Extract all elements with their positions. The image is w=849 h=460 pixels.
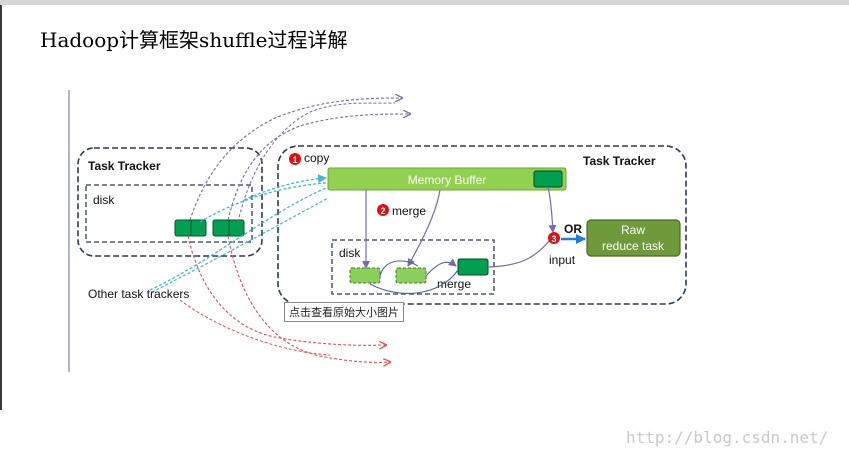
step-2-label: merge xyxy=(392,204,426,218)
step-1-badge xyxy=(289,153,301,165)
other-task-trackers-label: Other task trackers xyxy=(88,287,189,301)
copy-arrow-3 xyxy=(149,187,327,291)
view-original-tooltip[interactable]: 点击查看原始大小图片 xyxy=(284,302,404,322)
copy-arrow-1 xyxy=(243,174,327,201)
buffer-to-input-arrow xyxy=(547,186,557,233)
outgoing-arrow-4 xyxy=(187,235,386,345)
raw-reduce-task-box xyxy=(586,219,681,257)
step-2-number: 2 xyxy=(380,206,385,216)
outgoing-arrow-2 xyxy=(227,114,410,221)
left-disk-label: disk xyxy=(93,193,115,207)
merge-arc-1 xyxy=(379,260,419,277)
right-task-tracker-box xyxy=(277,145,687,305)
step-3-badge xyxy=(548,232,560,244)
disk-to-input-arrow xyxy=(487,239,551,268)
outgoing-arrow-5 xyxy=(227,235,390,362)
merge-arc-3 xyxy=(369,269,459,294)
top-bar xyxy=(0,0,849,5)
outgoing-arrow-1 xyxy=(189,98,402,221)
memory-buffer-block xyxy=(533,170,563,188)
page-title: Hadoop计算框架shuffle过程详解 xyxy=(40,28,348,52)
watermark: http://blog.csdn.net/ xyxy=(626,428,829,447)
merge-label: merge xyxy=(437,277,471,291)
raw-reduce-line-1: Raw xyxy=(621,223,645,237)
step-2-badge xyxy=(377,204,389,216)
step-3-number: 3 xyxy=(551,234,556,244)
left-disk-box xyxy=(85,184,253,243)
memory-buffer-bar xyxy=(327,167,567,191)
raw-reduce-line-2: reduce task xyxy=(602,239,665,253)
outgoing-arrow-3 xyxy=(237,102,396,223)
spill-file-2 xyxy=(395,267,427,284)
buffer-to-spill2-arrow xyxy=(407,189,441,267)
step-1-number: 1 xyxy=(292,155,297,165)
outgoing-arrow-6 xyxy=(179,299,331,356)
merge-arc-2 xyxy=(425,258,457,277)
right-disk-label: disk xyxy=(339,246,361,260)
left-border xyxy=(0,5,2,410)
or-label: OR xyxy=(564,222,582,236)
copy-arrow-4 xyxy=(151,197,329,293)
memory-buffer-label: Memory Buffer xyxy=(408,173,486,187)
step-3-label: input xyxy=(549,253,576,267)
step-1-label: copy xyxy=(304,151,329,165)
right-task-tracker-label: Task Tracker xyxy=(583,154,656,168)
merged-file xyxy=(457,258,489,276)
spill-file-1 xyxy=(349,267,381,284)
left-task-tracker-label: Task Tracker xyxy=(88,159,161,173)
copy-arrow-2 xyxy=(199,182,327,223)
left-task-tracker-box xyxy=(77,147,263,257)
